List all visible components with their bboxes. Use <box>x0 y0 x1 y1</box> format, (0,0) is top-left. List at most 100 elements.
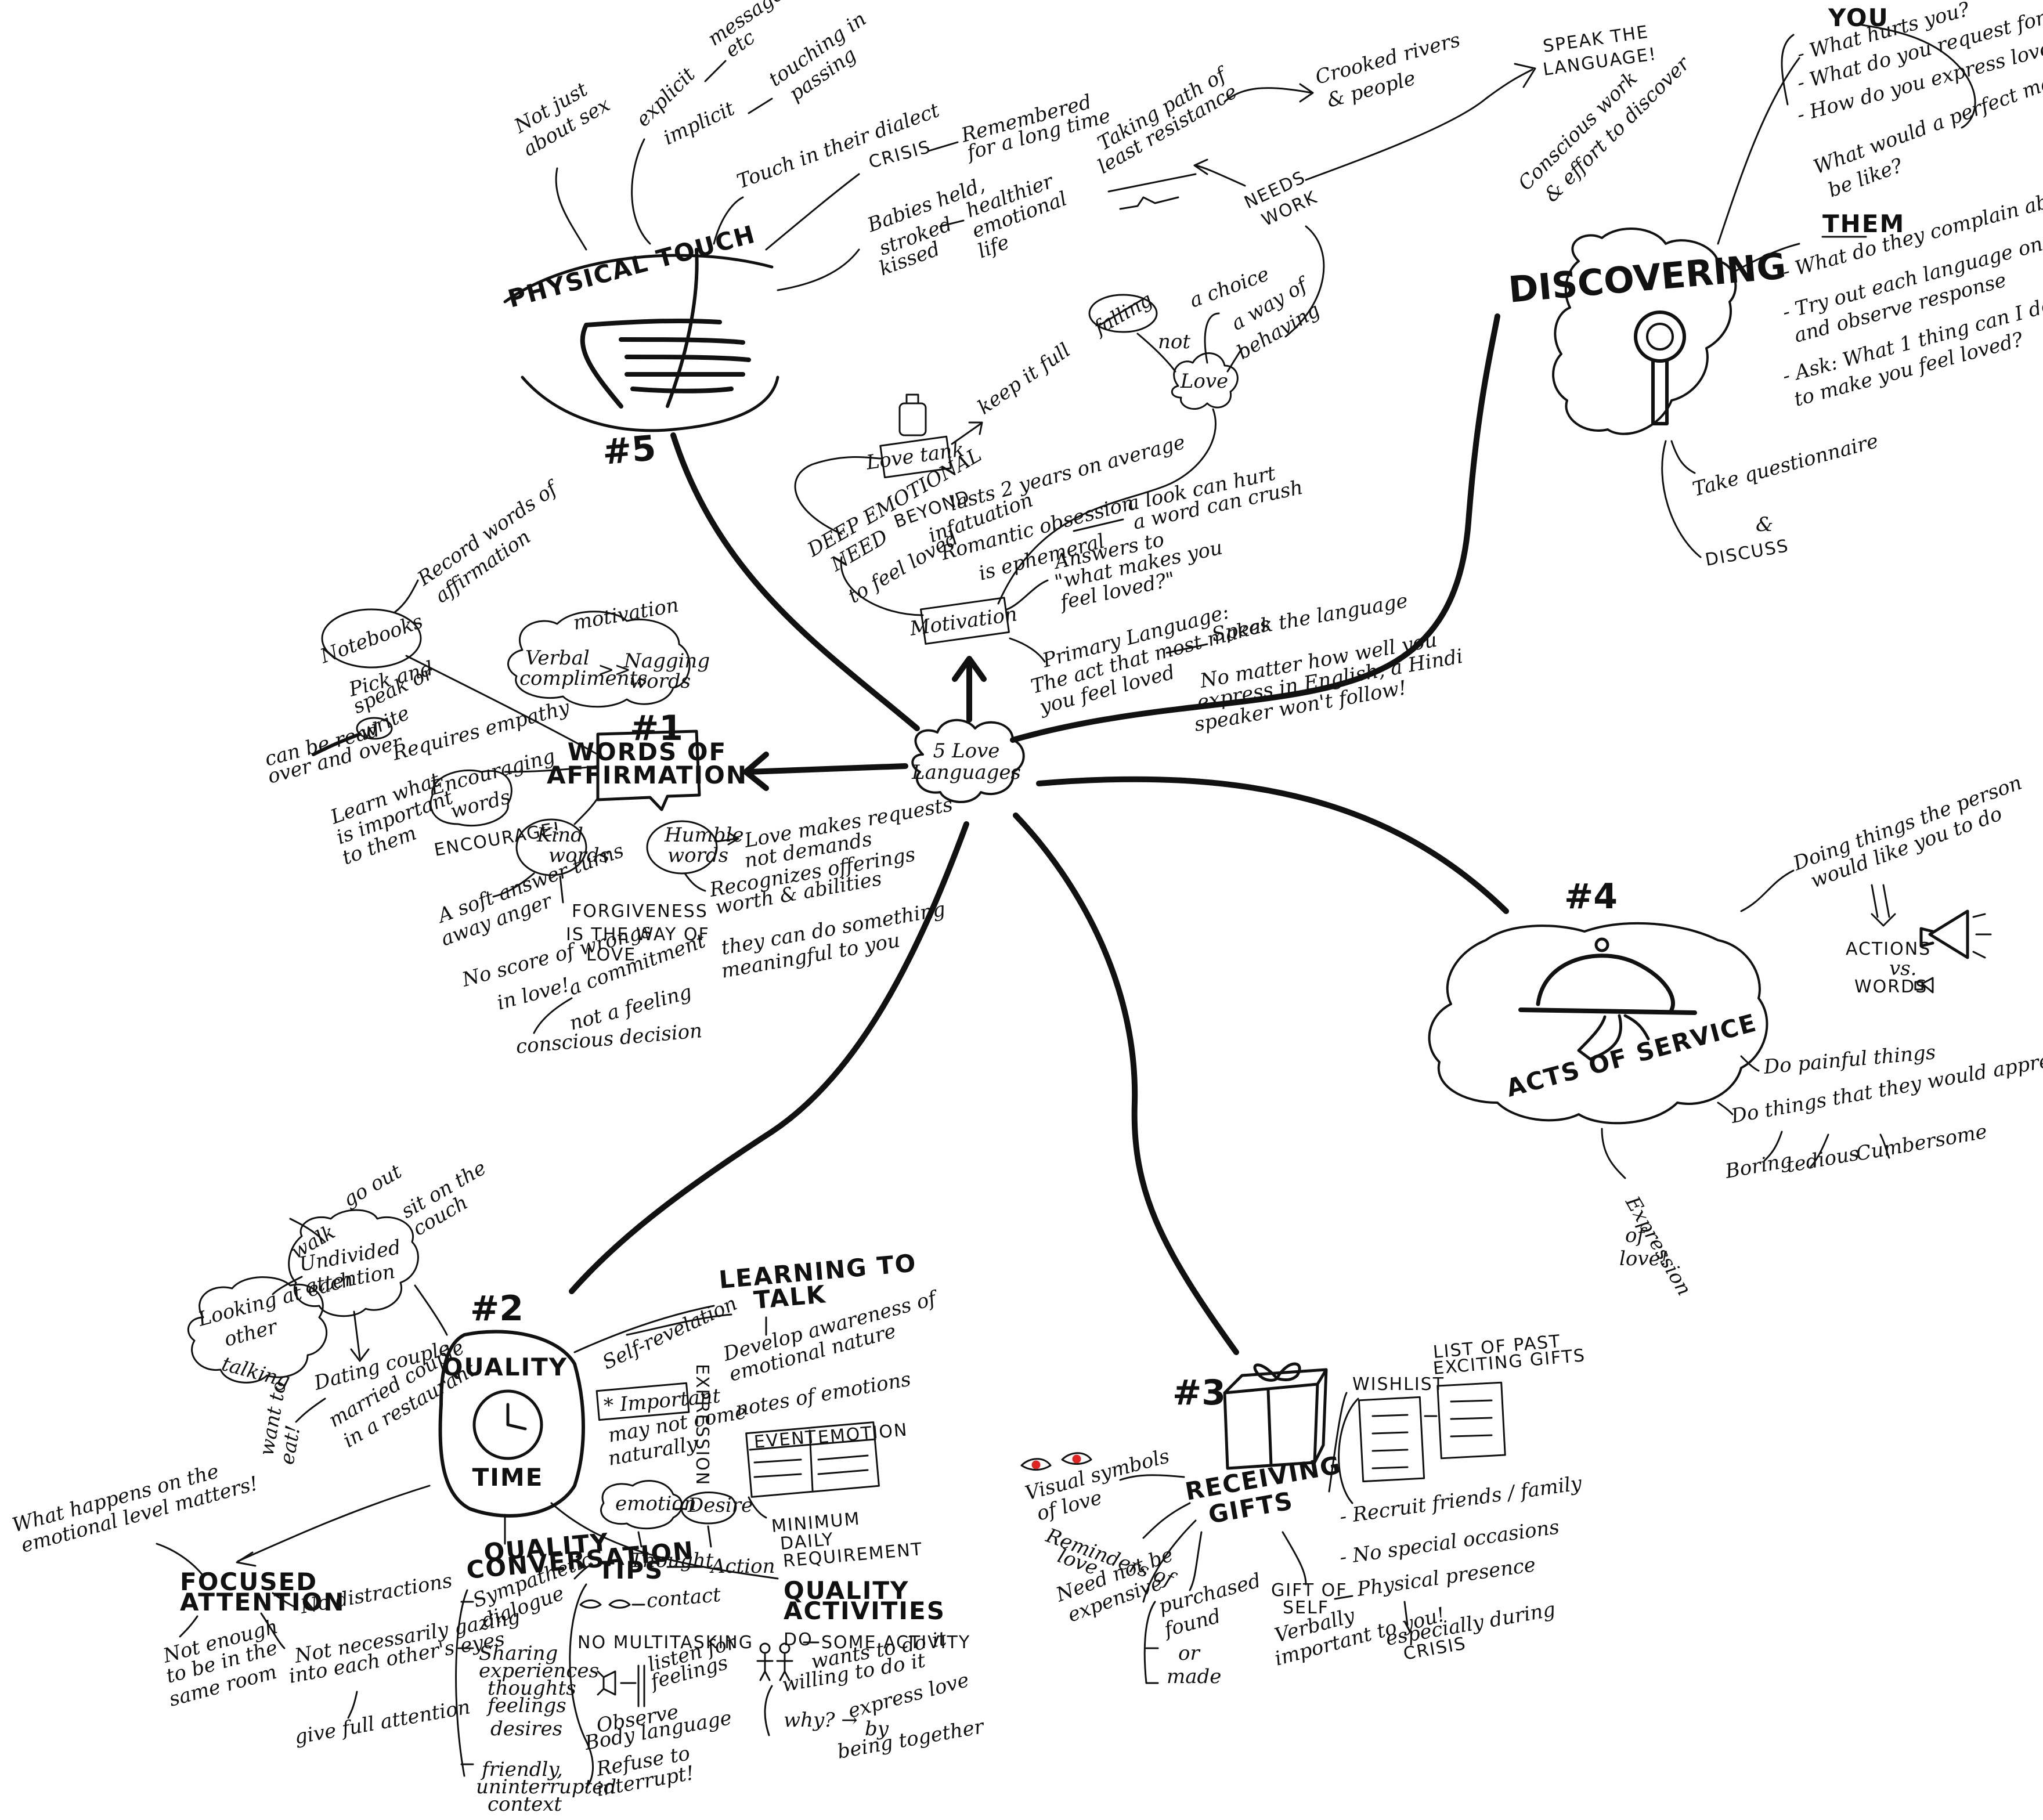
discovering-to-you <box>1717 57 1800 245</box>
humble-2: words <box>667 844 728 867</box>
undivided-to-quality <box>414 1284 448 1336</box>
gifts-to-reminders <box>1142 1502 1191 1539</box>
quality-section: #2 QUALITY TIME Undivided attention walk… <box>10 1156 987 1816</box>
purchased-3: or <box>1178 1642 1200 1665</box>
them-title: THEM <box>1822 210 1905 238</box>
center-line2: Languages <box>911 761 1021 784</box>
love-to-way <box>1226 347 1243 373</box>
eye-contact-icon <box>579 1599 631 1609</box>
verbal-1: Verbal <box>525 647 590 670</box>
magnifier-inner-icon <box>1646 323 1674 351</box>
branch-to-service <box>1036 776 1509 914</box>
emotion-node: emotion <box>615 1492 696 1515</box>
touch-number: #5 <box>601 428 658 473</box>
emotion-table-rows <box>753 1454 869 1478</box>
gazing-to-full <box>347 1691 358 1719</box>
discovering-to-discuss <box>1661 440 1702 558</box>
touch-to-not-just <box>555 167 587 251</box>
gifts-section: #3 RECEIVING GIFTS Visual symbols of lov… <box>1020 1331 1586 1688</box>
why-label: why? → <box>784 1709 858 1732</box>
conversation-to-tips <box>573 1563 593 1580</box>
kind-to-affirmation <box>573 797 599 825</box>
tank-cap-icon <box>905 393 919 405</box>
motivation-to-answers <box>1006 579 1049 611</box>
tray-icon <box>1518 1008 1697 1015</box>
some-activity-label: SOME ACTIVITY <box>821 1633 970 1653</box>
center-line1: 5 Love <box>933 739 1000 763</box>
affirmation-number: #1 <box>630 708 683 749</box>
kind-1: Kind <box>536 824 583 847</box>
love-cloud <box>1171 352 1239 410</box>
notebooks-ellipse <box>321 608 422 669</box>
motivation-to-need <box>840 556 924 616</box>
wishlist-lines <box>1371 1414 1409 1469</box>
friendly-3: context <box>488 1793 562 1816</box>
do-label: DO <box>784 1630 813 1650</box>
not-label: not <box>1158 330 1190 353</box>
branch-to-quality <box>569 821 969 1294</box>
doing-arrowhead <box>1871 913 1896 927</box>
gift-self-1: GIFT OF <box>1271 1580 1348 1601</box>
sharing-1: Sharing <box>479 1642 558 1665</box>
magnifier-handle-icon <box>1651 359 1669 425</box>
purchased-bracket <box>1143 1601 1159 1684</box>
touch-arc-bottom <box>521 375 779 432</box>
gifts-to-self <box>1282 1531 1307 1586</box>
words-label: WORDS <box>1854 977 1928 997</box>
humble-to-requests <box>716 837 738 843</box>
you-bracket <box>1781 22 1976 129</box>
vs-label: vs. <box>1889 957 1916 980</box>
touch-to-explicit <box>631 138 651 245</box>
compliments-cloud <box>507 611 691 708</box>
gift-ribbon-icon <box>1253 1362 1301 1467</box>
service-section: #4 ACTS OF SERVICE Doing things the pers… <box>1428 771 2043 1299</box>
focused-2: ATTENTION <box>180 1588 345 1616</box>
branch-to-affirmation <box>746 763 908 775</box>
discovering-cloud <box>1552 228 1737 435</box>
looking-1: Looking at each <box>195 1268 356 1331</box>
keep-full-label: keep it full <box>973 338 1074 419</box>
service-to-painful <box>1740 1055 1760 1072</box>
touch-arc-top <box>503 254 774 304</box>
focused-to-gazing <box>260 1612 286 1649</box>
touch-section: PHYSICAL TOUCH #5 Not just about sex exp… <box>503 0 1113 473</box>
activities-1: QUALITY <box>784 1576 909 1605</box>
tips-label: TIPS <box>598 1556 663 1584</box>
gift-box-icon <box>1223 1368 1328 1470</box>
center-cloud <box>911 718 1025 803</box>
kind-to-forgiveness <box>559 875 564 904</box>
affirmation-bubble <box>596 730 701 811</box>
primary-to-speak <box>1165 643 1208 654</box>
branch-to-discovering <box>1010 313 1500 743</box>
focused-to-not-enough <box>179 1615 198 1638</box>
forgiveness-1: FORGIVENESS <box>572 901 708 922</box>
touch-divider <box>666 248 699 408</box>
cloche-knob-icon <box>1594 937 1609 952</box>
service-to-appreciate <box>1717 1102 1734 1115</box>
notebooks-label: Notebooks <box>317 610 426 669</box>
focused-1: FOCUSED <box>180 1568 317 1596</box>
discovering-to-them <box>1731 243 1800 274</box>
speaker-listen-icon <box>597 1664 645 1707</box>
cloche-icon <box>1536 954 1675 1012</box>
sharing-2: experiences <box>479 1659 599 1682</box>
emotion-table-mid <box>808 1429 814 1492</box>
right-pupil-icon <box>1072 1454 1081 1464</box>
action-node: Action <box>709 1555 775 1578</box>
megaphone-icon <box>1919 909 1969 959</box>
discovering-title: DISCOVERING <box>1507 244 1788 311</box>
purchased-4: made <box>1167 1665 1221 1688</box>
touch-to-crisis <box>765 173 860 251</box>
desire-node: Desire <box>687 1494 753 1517</box>
speak-arrow <box>1514 63 1536 88</box>
friendly-2: uninterrupted <box>476 1775 616 1799</box>
express-love-3: being together <box>836 1715 987 1764</box>
service-cloud <box>1428 922 1768 1125</box>
motivation-word: motivation <box>572 594 681 635</box>
quality-title-top: QUALITY <box>442 1353 568 1381</box>
conversation-bracket <box>455 1589 474 1777</box>
undivided-to-walk <box>289 1218 326 1243</box>
quality-to-learning <box>573 1305 715 1353</box>
motivation-section: Motivation DEEP EMOTIONAL NEED to feel l… <box>794 22 1695 736</box>
forgiveness-3: LOVE <box>586 945 636 965</box>
